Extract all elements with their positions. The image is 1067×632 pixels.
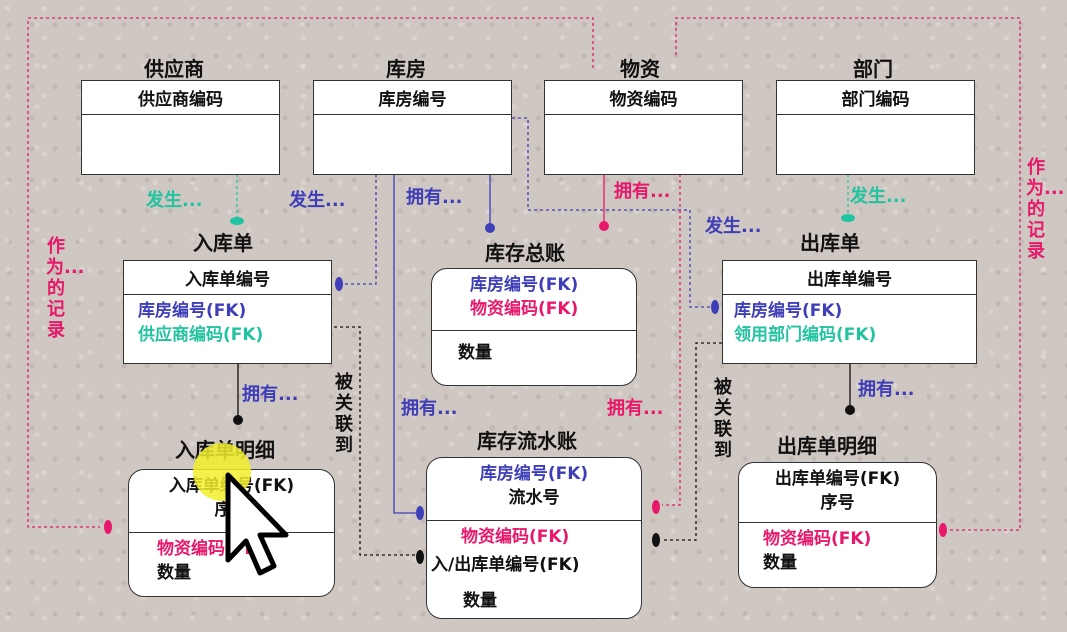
rel-label-material-out: 发生...	[705, 216, 762, 237]
flow-pk-field: 库房编号(FK)	[479, 464, 589, 484]
warehouse-title: 库房	[386, 57, 426, 81]
ledger-attr: 数量	[458, 343, 492, 363]
flow-title: 库存流水账	[477, 429, 577, 453]
rel-label-dept-out: 发生...	[850, 186, 907, 207]
ledger-attrs: 数量	[432, 331, 636, 365]
rel-line-outorder-flow	[662, 342, 722, 541]
ledger-pk-field: 库房编号(FK)	[470, 275, 579, 295]
dept-pk: 部门编码	[777, 81, 974, 115]
flow-attr: 物资编码(FK)	[461, 527, 570, 547]
warehouse-entity[interactable]: 库房编号	[313, 80, 512, 175]
flow-attr: 入/出库单编号(FK)	[431, 555, 580, 575]
rel-end-material-flow	[652, 500, 660, 514]
out-detail-pk-field: 出库单编号(FK)	[774, 469, 901, 489]
rel-end-warehouse-inorder	[335, 277, 343, 291]
dept-title: 部门	[853, 57, 893, 81]
in-order-attrs: 库房编号(FK) 供应商编码(FK)	[124, 295, 331, 347]
out-detail-entity[interactable]: 出库单编号(FK) 序号 物资编码(FK) 数量	[738, 462, 937, 588]
rel-end-outorder-flow	[652, 533, 660, 547]
ledger-pk-field: 物资编码(FK)	[470, 299, 579, 319]
flow-pk-field: 流水号	[508, 488, 560, 508]
out-detail-pk: 出库单编号(FK) 序号	[739, 463, 936, 523]
rel-end-inorder-indetail	[233, 415, 243, 425]
rel-line-warehouse-flow	[393, 174, 416, 514]
rel-end-dept-outorder	[841, 214, 855, 222]
in-order-attr: 库房编号(FK)	[138, 301, 247, 321]
dept-entity[interactable]: 部门编码	[776, 80, 975, 175]
in-order-attr: 供应商编码(FK)	[138, 325, 264, 345]
rel-line-warehouse-outorder	[512, 117, 710, 308]
rel-label-right-record: 作为...的记录	[1026, 157, 1065, 262]
out-order-attr: 库房编号(FK)	[734, 301, 843, 321]
flow-pk: 库房编号(FK) 流水号	[427, 458, 641, 521]
rel-label-out-detail: 拥有...	[858, 379, 915, 400]
rel-line-left-record	[27, 17, 594, 528]
material-title: 物资	[620, 57, 660, 81]
rel-label-out-linked: 被关联到	[714, 377, 732, 461]
out-detail-attr: 数量	[763, 553, 797, 573]
rel-end-warehouse-flow	[416, 506, 424, 520]
rel-end-material-ledger	[599, 221, 609, 231]
in-order-entity[interactable]: 入库单编号 库房编号(FK) 供应商编码(FK)	[123, 260, 332, 364]
rel-line-material-flow	[662, 174, 681, 506]
rel-end-supplier-inorder	[230, 217, 244, 225]
mouse-pointer-icon	[193, 443, 289, 576]
ledger-title: 库存总账	[485, 241, 565, 265]
rel-label-warehouse-in: 发生...	[289, 190, 346, 211]
rel-label-supplier-in: 发生...	[146, 190, 203, 211]
supplier-entity[interactable]: 供应商编码	[81, 80, 280, 175]
out-order-attrs: 库房编号(FK) 领用部门编码(FK)	[723, 295, 976, 347]
rel-end-warehouse-ledger	[485, 223, 495, 233]
ledger-entity[interactable]: 库房编号(FK) 物资编码(FK) 数量	[431, 268, 637, 386]
in-order-pk: 入库单编号	[124, 261, 331, 295]
out-order-attr: 领用部门编码(FK)	[734, 325, 877, 345]
material-entity[interactable]: 物资编码	[544, 80, 743, 175]
rel-end-left-record	[104, 520, 112, 534]
out-order-pk: 出库单编号	[723, 261, 976, 295]
out-detail-attrs: 物资编码(FK) 数量	[739, 523, 936, 575]
rel-line-right-record	[675, 17, 1021, 531]
rel-line-warehouse-inorder	[343, 174, 377, 285]
out-order-entity[interactable]: 出库单编号 库房编号(FK) 领用部门编码(FK)	[722, 260, 977, 364]
supplier-title: 供应商	[144, 57, 204, 81]
out-detail-attr: 物资编码(FK)	[763, 529, 872, 549]
rel-label-warehouse-flow: 拥有...	[401, 398, 458, 419]
out-order-title: 出库单	[800, 231, 860, 255]
material-pk: 物资编码	[545, 81, 742, 115]
rel-label-warehouse-ledger: 拥有...	[406, 187, 463, 208]
rel-label-material-flow: 拥有...	[607, 398, 664, 419]
rel-label-left-record: 作为...的记录	[46, 236, 85, 341]
out-detail-pk-field: 序号	[820, 493, 855, 513]
warehouse-pk: 库房编号	[314, 81, 511, 115]
in-order-title: 入库单	[193, 231, 253, 255]
rel-end-right-record	[939, 523, 947, 537]
rel-end-outorder-outdetail	[845, 405, 855, 415]
rel-line-inorder-flow	[334, 326, 416, 556]
rel-label-material-ledger: 拥有...	[614, 181, 671, 202]
flow-attr: 数量	[463, 591, 497, 611]
out-detail-title: 出库单明细	[777, 434, 877, 458]
flow-attrs: 物资编码(FK) 入/出库单编号(FK) 数量	[427, 521, 641, 613]
flow-entity[interactable]: 库房编号(FK) 流水号 物资编码(FK) 入/出库单编号(FK) 数量	[426, 457, 642, 619]
rel-end-warehouse-outorder	[711, 300, 719, 314]
supplier-pk: 供应商编码	[82, 81, 279, 115]
in-detail-attr: 数量	[157, 563, 191, 583]
rel-label-in-detail: 拥有...	[242, 384, 299, 405]
rel-label-in-linked: 被关联到	[335, 372, 353, 456]
rel-end-inorder-flow	[416, 550, 424, 564]
ledger-pk: 库房编号(FK) 物资编码(FK)	[432, 269, 636, 331]
